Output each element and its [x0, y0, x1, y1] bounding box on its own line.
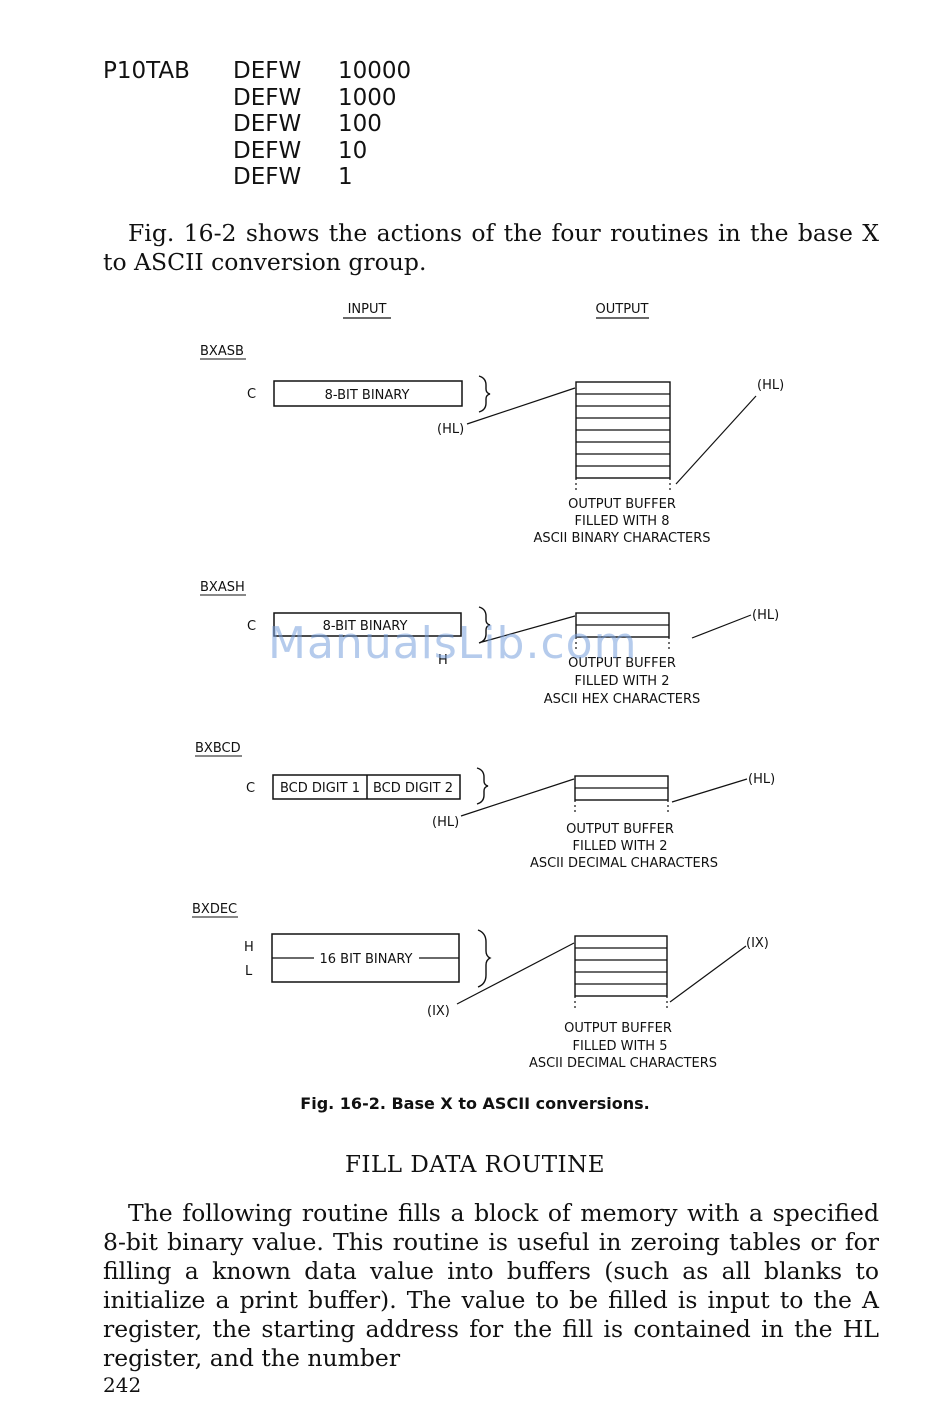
- section-name: BXBCD: [195, 741, 241, 756]
- code-value: 1000: [338, 84, 397, 111]
- register-label: L: [245, 964, 253, 979]
- buffer-desc-line: ASCII DECIMAL CHARACTERS: [529, 1056, 717, 1071]
- watermark-logo: ManualsLib.com: [268, 618, 638, 669]
- buffer-desc-line: FILLED WITH 2: [573, 839, 668, 854]
- code-label: P10TAB: [103, 58, 190, 84]
- register-box-label: 8-BIT BINARY: [325, 388, 410, 403]
- code-op: DEFW: [233, 84, 302, 111]
- buffer-desc-line: FILLED WITH 5: [573, 1039, 668, 1054]
- figure-caption: Fig. 16-2. Base X to ASCII conversions.: [300, 1094, 650, 1113]
- buffer-desc-line: ASCII HEX CHARACTERS: [544, 692, 700, 707]
- buffer-desc-line: ASCII BINARY CHARACTERS: [533, 531, 710, 546]
- output-buffer: [574, 775, 669, 812]
- pointer-in-label: (IX): [427, 1004, 450, 1019]
- brace-icon: [477, 929, 492, 988]
- section-bxash: BXASH C 8-BIT BINARY H (HL) OUTPUT BUFFE…: [200, 580, 779, 707]
- brace-icon: [478, 606, 491, 644]
- section-bxbcd: BXBCD C BCD DIGIT 1 BCD DIGIT 2 (HL) (HL…: [195, 741, 775, 871]
- output-buffer: [575, 381, 671, 490]
- buffer-desc-line: ASCII DECIMAL CHARACTERS: [530, 856, 718, 871]
- conversion-diagram: INPUT OUTPUT BXASB C 8-BIT BINARY (HL): [192, 302, 784, 1071]
- register-label: H: [244, 940, 254, 955]
- section-name: BXASH: [200, 580, 245, 595]
- input-header: INPUT: [348, 302, 387, 317]
- section-name: BXDEC: [192, 902, 237, 917]
- section-name: BXASB: [200, 344, 244, 359]
- pointer-out-label: (HL): [752, 608, 779, 623]
- input-register-box: [273, 380, 463, 407]
- code-op: DEFW: [233, 111, 302, 137]
- section-heading: FILL DATA ROUTINE: [344, 1152, 606, 1178]
- register-label: C: [247, 619, 256, 634]
- code-value: 100: [338, 111, 382, 137]
- brace-icon: [476, 767, 489, 805]
- buffer-desc-line: FILLED WITH 2: [575, 674, 670, 689]
- input-register-box: [273, 612, 462, 637]
- output-buffer: [575, 612, 670, 649]
- body-paragraph: The following routine fills a block of m…: [103, 1199, 879, 1372]
- bcd-digit-1: BCD DIGIT 1: [280, 781, 360, 796]
- buffer-desc-line: OUTPUT BUFFER: [566, 822, 674, 837]
- register-label: C: [246, 781, 255, 796]
- code-op: DEFW: [233, 164, 302, 190]
- buffer-desc-line: OUTPUT BUFFER: [564, 1021, 672, 1036]
- buffer-desc-line: FILLED WITH 8: [575, 514, 670, 529]
- pointer-out-label: (HL): [757, 378, 784, 393]
- output-buffer: [574, 935, 668, 1008]
- register-box-label: 8-BIT BINARY: [323, 619, 408, 634]
- buffer-desc-line: OUTPUT BUFFER: [568, 656, 676, 671]
- section-bxdec: BXDEC H L 16 BIT BINARY (IX) (IX) OUTP: [192, 902, 769, 1071]
- brace-icon: [478, 375, 491, 413]
- pointer-out-label: (HL): [748, 772, 775, 787]
- buffer-desc-line: OUTPUT BUFFER: [568, 497, 676, 512]
- pointer-in-label: (HL): [437, 422, 464, 437]
- code-op: DEFW: [233, 137, 302, 164]
- intro-paragraph: Fig. 16-2 shows the actions of the four …: [103, 219, 879, 276]
- code-op: DEFW: [233, 58, 302, 84]
- code-value: 10: [338, 137, 368, 164]
- register-label: C: [247, 387, 256, 402]
- bcd-digit-2: BCD DIGIT 2: [373, 781, 453, 796]
- code-value: 10000: [338, 58, 412, 84]
- code-value: 1: [338, 164, 353, 190]
- pointer-out-label: (IX): [746, 936, 769, 951]
- register-box-label: 16 BIT BINARY: [319, 952, 412, 967]
- pointer-in-label: H: [438, 653, 448, 668]
- output-header: OUTPUT: [596, 302, 649, 317]
- section-bxasb: BXASB C 8-BIT BINARY (HL) (HL): [200, 344, 784, 546]
- page-number: 242: [103, 1373, 142, 1397]
- pointer-in-label: (HL): [432, 815, 459, 830]
